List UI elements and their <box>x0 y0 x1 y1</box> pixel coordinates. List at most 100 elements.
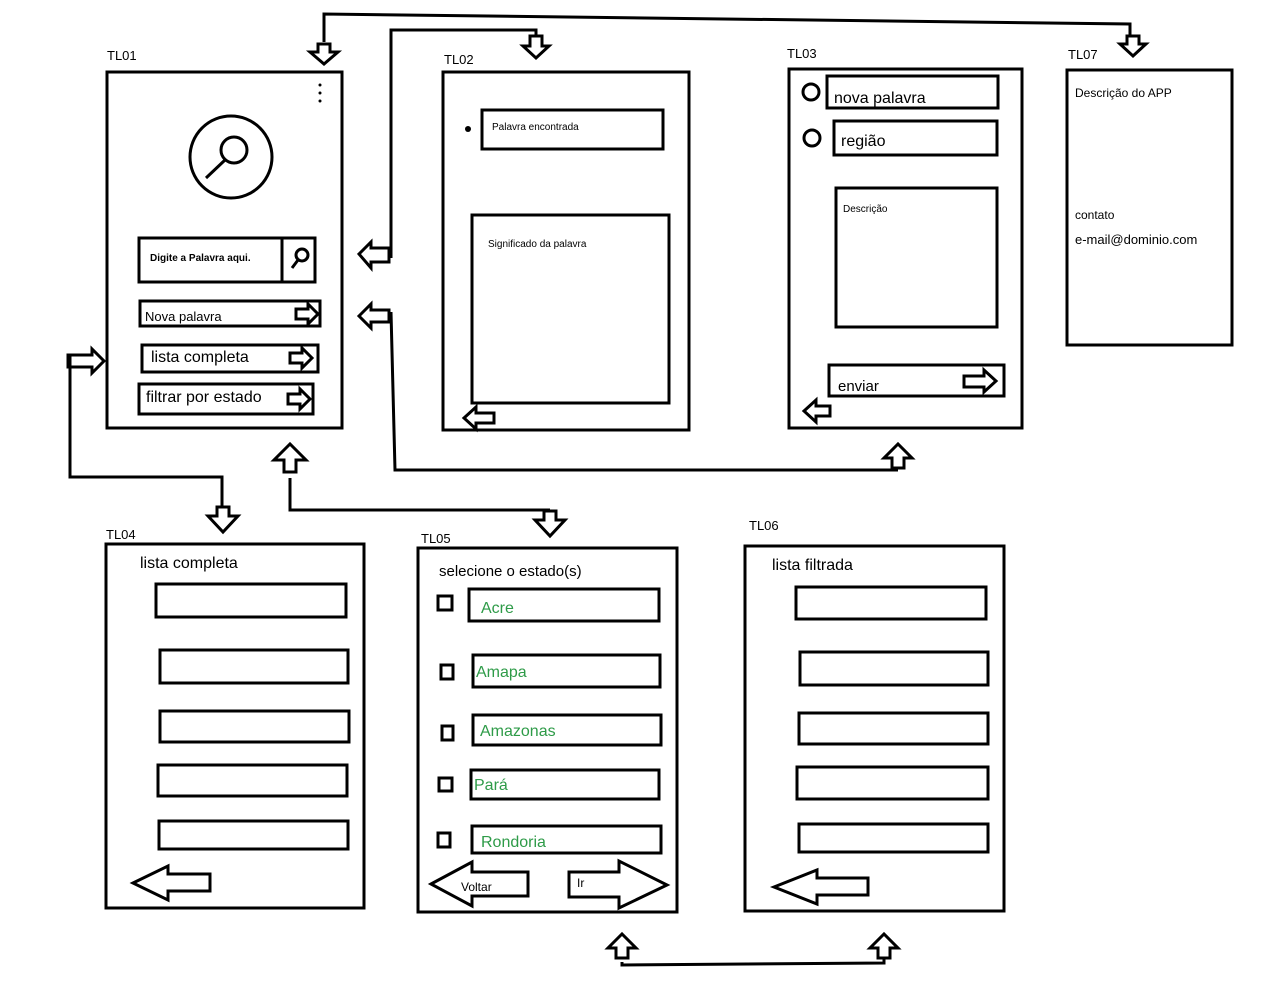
connector-tl01-tl04 <box>68 355 224 507</box>
down-arrow-icon <box>1116 34 1150 59</box>
tl07-frame <box>1065 68 1234 347</box>
tl02-found-word: Palavra encontrada <box>492 122 579 133</box>
list-item[interactable] <box>798 650 990 687</box>
tl02-found-word-box <box>480 108 665 151</box>
tl01-search-input[interactable]: Digite a Palavra aqui. <box>150 253 251 264</box>
state-box[interactable] <box>471 653 662 689</box>
tl02-label: TL02 <box>444 52 474 67</box>
tl03-radio-nova-palavra[interactable] <box>801 82 821 102</box>
down-arrow-icon <box>305 42 343 66</box>
flow-connectors <box>68 12 1132 967</box>
connector-tl02-tl01 <box>389 28 538 258</box>
state-checkbox[interactable] <box>440 724 455 742</box>
tl03-send-button-box[interactable] <box>827 363 1006 398</box>
right-arrow-icon[interactable] <box>962 366 999 396</box>
tl07-app-description: Descrição do APP <box>1075 86 1172 100</box>
tl01-menu-item-nova-palavra[interactable]: Nova palavra <box>145 309 222 324</box>
back-arrow-icon[interactable] <box>801 396 832 426</box>
tl01-search-button-icon[interactable] <box>290 247 310 269</box>
back-arrow-icon[interactable] <box>129 863 212 903</box>
connector-tl01-tl07 <box>322 12 1132 42</box>
tl03-description[interactable]: Descrição <box>843 204 888 215</box>
tl05-state-rondoria[interactable]: Rondoria <box>481 834 546 851</box>
tl03-field-region[interactable]: região <box>841 133 886 150</box>
tl01-kebab-menu-icon[interactable] <box>318 83 322 103</box>
tl04-title: lista completa <box>140 555 238 572</box>
tl05-state-boxes <box>467 587 663 855</box>
tl03-frame <box>787 67 1024 430</box>
tl05-back-arrow-icon[interactable] <box>427 859 530 909</box>
right-arrow-icon[interactable] <box>294 300 321 328</box>
tl07-email: e-mail@dominio.com <box>1075 232 1198 247</box>
back-arrow-icon[interactable] <box>769 867 870 907</box>
tl06-frame <box>743 544 1006 913</box>
up-arrow-icon <box>866 931 902 960</box>
list-item[interactable] <box>794 585 988 621</box>
tl06-list <box>794 585 990 854</box>
tl01-label: TL01 <box>107 48 137 63</box>
state-checkbox[interactable] <box>437 776 454 793</box>
tl01-menu-nova-palavra-box[interactable] <box>138 299 322 328</box>
tl03-regiao-box[interactable] <box>832 119 999 157</box>
tl03-field-new-word[interactable]: nova palavra <box>834 90 926 107</box>
tl03-label: TL03 <box>787 46 817 61</box>
tl01-frame <box>105 70 344 430</box>
tl02-bullet-icon <box>465 126 471 132</box>
tl05-back-button[interactable]: Voltar <box>461 880 492 894</box>
tl05-label: TL05 <box>421 531 451 546</box>
tl02-meaning: Significado da palavra <box>488 239 587 250</box>
tl04-label: TL04 <box>106 527 136 542</box>
state-box[interactable] <box>470 824 663 855</box>
list-item[interactable] <box>156 763 349 798</box>
tl03-radio-regiao[interactable] <box>802 128 822 148</box>
left-arrow-icon <box>356 300 391 332</box>
up-arrow-icon <box>604 931 640 960</box>
state-box[interactable] <box>469 768 661 801</box>
down-arrow-icon <box>531 509 569 539</box>
tl03-nova-palavra-box[interactable] <box>825 74 1000 110</box>
tl04-list <box>154 582 351 851</box>
list-item[interactable] <box>797 822 990 854</box>
connector-tl01-tl05 <box>288 478 550 512</box>
right-arrow-icon <box>66 345 107 377</box>
tl07-contact-label: contato <box>1075 208 1115 222</box>
list-item[interactable] <box>158 648 350 685</box>
list-item[interactable] <box>157 819 350 851</box>
tl05-title: selecione o estado(s) <box>439 563 582 580</box>
list-item[interactable] <box>158 709 351 744</box>
connector-tl03-tl01 <box>389 311 898 472</box>
state-checkbox[interactable] <box>439 663 455 681</box>
tl03-description-box[interactable] <box>834 186 999 329</box>
tl01-menu-lista-completa-box[interactable] <box>140 343 320 374</box>
down-arrow-icon <box>519 34 553 61</box>
right-arrow-icon[interactable] <box>286 385 313 413</box>
tl01-menu-item-filtrar[interactable]: filtrar por estado <box>146 389 262 406</box>
list-item[interactable] <box>797 711 990 746</box>
tl05-state-amazonas[interactable]: Amazonas <box>480 723 556 740</box>
tl06-title: lista filtrada <box>772 557 853 574</box>
tl06-label: TL06 <box>749 518 779 533</box>
tl01-menu-filtrar-box[interactable] <box>137 382 315 416</box>
state-checkbox[interactable] <box>436 594 454 612</box>
state-box[interactable] <box>467 587 661 623</box>
list-item[interactable] <box>795 765 990 801</box>
tl05-go-arrow-icon[interactable] <box>567 858 671 911</box>
tl05-state-acre[interactable]: Acre <box>481 600 514 617</box>
tl05-state-checkboxes <box>436 594 455 849</box>
tl02-frame <box>441 70 691 432</box>
tl03-send-button[interactable]: enviar <box>838 378 879 395</box>
tl05-go-button[interactable]: Ir <box>577 876 585 890</box>
left-arrow-icon <box>356 238 391 273</box>
tl05-state-para[interactable]: Pará <box>474 777 508 794</box>
state-checkbox[interactable] <box>436 831 452 849</box>
tl05-state-amapa[interactable]: Amapa <box>476 664 527 681</box>
right-arrow-icon[interactable] <box>288 344 315 372</box>
tl05-frame <box>416 546 679 914</box>
tl01-menu-item-lista-completa[interactable]: lista completa <box>151 349 249 366</box>
back-arrow-icon[interactable] <box>461 403 496 433</box>
list-item[interactable] <box>154 582 348 619</box>
tl01-search-input-box[interactable] <box>137 236 317 284</box>
state-box[interactable] <box>471 713 663 747</box>
tl07-label: TL07 <box>1068 47 1098 62</box>
